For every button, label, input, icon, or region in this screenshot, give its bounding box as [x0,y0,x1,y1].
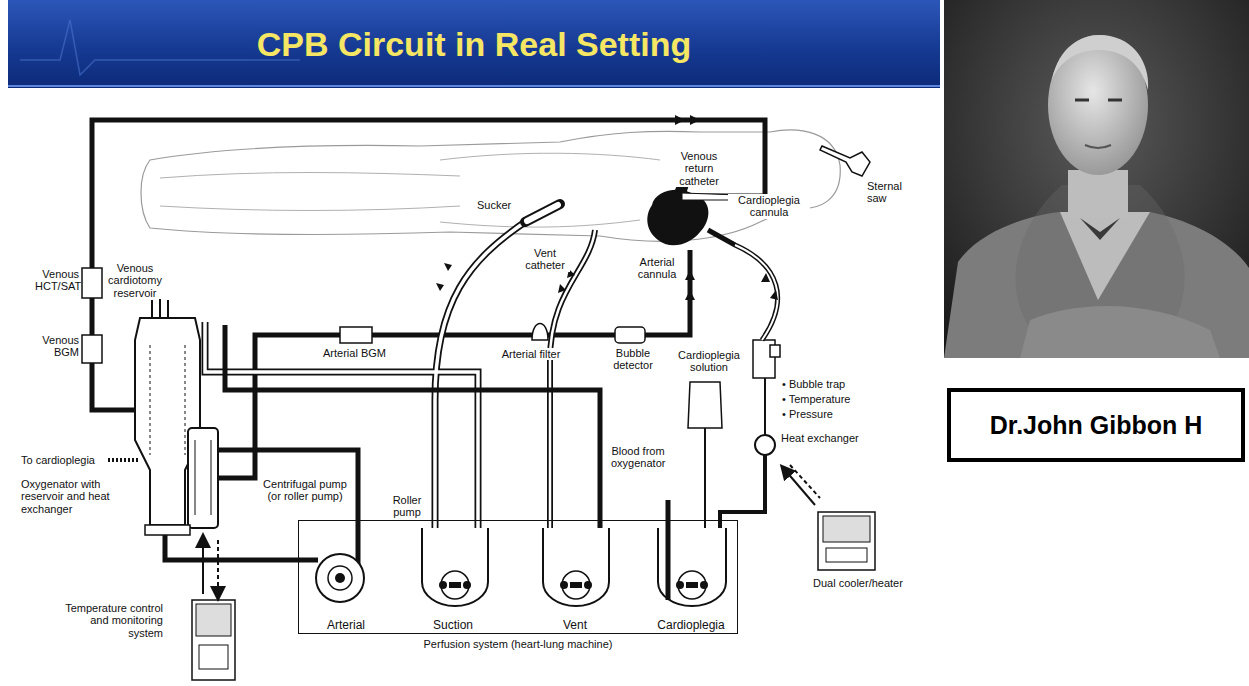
pump-box: Suction [413,521,493,635]
part-label: Cardioplegia cannula [728,194,810,219]
part-label: Vent catheter [520,247,570,272]
pump-box: Vent [535,521,615,635]
part-label: To cardioplegia [20,454,96,466]
pump-label: Vent [562,618,588,632]
name-box: Dr.John Gibbon H [947,388,1245,462]
part-label: Bubble detector [606,347,660,372]
part-label: • Pressure [781,408,834,420]
pump-label: Arterial [326,618,366,632]
part-label: • Bubble trap [781,378,846,390]
part-label: Arterial BGM [322,347,387,359]
slide-title: CPB Circuit in Real Setting [257,25,692,64]
part-label: Sternal saw [866,180,916,205]
title-band: CPB Circuit in Real Setting [8,0,940,88]
part-label: Sucker [476,199,512,211]
part-label: Temperature control and monitoring syste… [58,602,164,639]
part-label: Cardioplegia solution [672,349,746,374]
part-label: Venous HCT/SAT [34,268,80,293]
part-label: Roller pump [384,494,430,519]
pump-label: Cardioplegia [656,618,725,632]
part-label: Oxygenator with reservoir and heat excha… [20,478,132,515]
part-label: Venous return catheter [672,150,726,187]
part-label: Blood from oxygenator [610,445,666,470]
part-label: Arterial cannula [630,256,684,281]
person-name: Dr.John Gibbon H [990,411,1203,440]
system-caption: Perfusion system (heart-lung machine) [299,638,737,650]
part-label: Centrifugal pump (or roller pump) [262,478,348,503]
part-label: • Temperature [781,393,851,405]
part-label: Venous BGM [34,334,80,359]
pump-label: Suction [432,618,474,632]
part-label: Venous cardiotomy reservoir [104,262,166,299]
part-label: Dual cooler/heater [812,577,904,589]
part-label: Arterial filter [500,348,562,360]
pump-box: Arterial [306,521,386,635]
pump-box: Cardioplegia [649,521,733,635]
perfusion-system-box: Perfusion system (heart-lung machine)Art… [298,520,738,634]
part-label: Heat exchanger [780,432,860,444]
